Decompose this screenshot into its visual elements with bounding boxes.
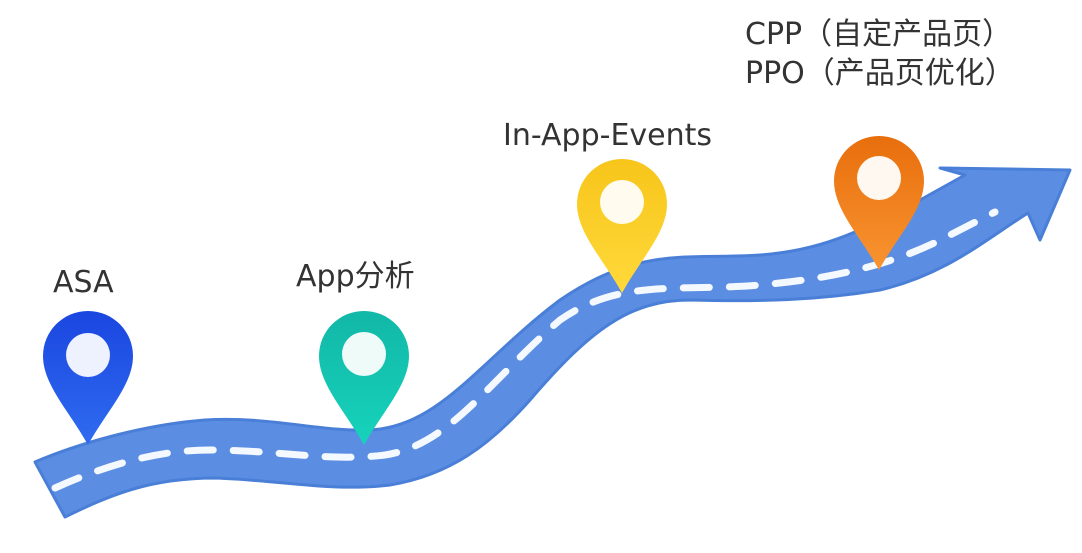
road: [33, 166, 1072, 519]
location-pin-icon: [43, 311, 133, 445]
milestone-label-cpp: CPP（自定产品页）: [745, 17, 1013, 52]
pin-app-analytics: [319, 311, 409, 445]
location-pin-icon: [834, 136, 924, 270]
pin-dot: [66, 333, 110, 377]
milestone-label-in-app-events: In-App-Events: [503, 118, 713, 153]
road-center-dashes: [51, 208, 999, 492]
pin-cpp-ppo: [834, 136, 924, 270]
pin-dot: [342, 332, 386, 376]
pin-dot: [600, 180, 644, 224]
pin-dot: [857, 156, 901, 200]
pin-in-app-events: [577, 159, 667, 293]
milestone-label-ppo: PPO（产品页优化）: [745, 56, 1015, 91]
pin-asa: [43, 311, 133, 445]
location-pin-icon: [577, 159, 667, 293]
location-pin-icon: [319, 311, 409, 445]
milestone-label-asa: ASA: [53, 265, 114, 300]
milestone-label-app-analytics: App分析: [296, 259, 415, 294]
